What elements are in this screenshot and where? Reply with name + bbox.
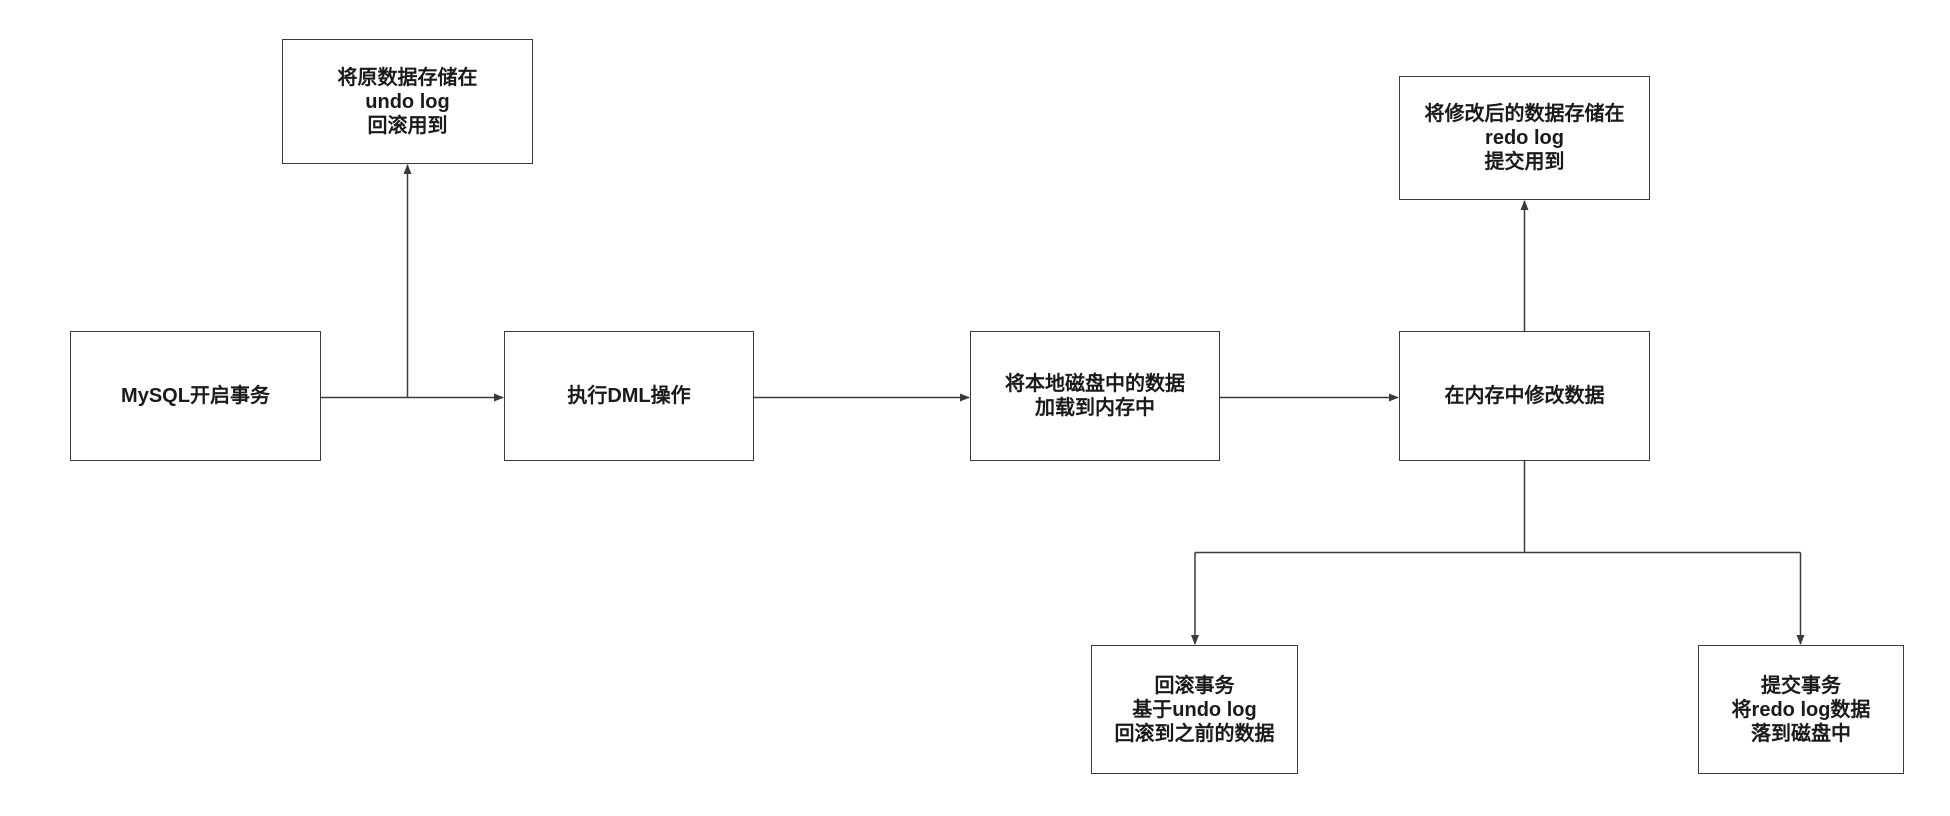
node-execute-dml: 执行DML操作 xyxy=(504,331,754,461)
node-text-line: 提交用到 xyxy=(1484,151,1565,173)
node-text-line: 基于undo log xyxy=(1132,698,1257,721)
node-load-disk-to-memory: 将本地磁盘中的数据 加载到内存中 xyxy=(970,331,1220,461)
node-text-line: 回滚事务 xyxy=(1154,674,1235,697)
node-text-line: 加载到内存中 xyxy=(1035,397,1155,419)
node-modify-in-memory: 在内存中修改数据 xyxy=(1399,331,1650,461)
node-commit-transaction: 提交事务 将redo log数据 落到磁盘中 xyxy=(1698,645,1904,774)
node-rollback-transaction: 回滚事务 基于undo log 回滚到之前的数据 xyxy=(1091,645,1298,774)
node-text-line: 将修改后的数据存储在 xyxy=(1424,103,1625,125)
node-mysql-start-transaction: MySQL开启事务 xyxy=(70,331,321,461)
node-text-line: 将redo log数据 xyxy=(1731,698,1871,721)
node-text-line: 在内存中修改数据 xyxy=(1444,385,1605,407)
node-text-line: MySQL开启事务 xyxy=(121,385,270,407)
node-text-line: 执行DML操作 xyxy=(567,385,691,407)
node-text-line: 落到磁盘中 xyxy=(1751,722,1851,745)
node-text-line: redo log xyxy=(1485,127,1564,149)
node-text-line: 回滚到之前的数据 xyxy=(1114,722,1275,745)
node-redo-log-store: 将修改后的数据存储在 redo log 提交用到 xyxy=(1399,76,1650,200)
node-text-line: undo log xyxy=(365,90,450,113)
node-text-line: 将原数据存储在 xyxy=(337,66,478,89)
node-undo-log-store: 将原数据存储在 undo log 回滚用到 xyxy=(282,39,533,164)
node-text-line: 将本地磁盘中的数据 xyxy=(1005,373,1185,395)
node-text-line: 提交事务 xyxy=(1761,674,1841,697)
node-text-line: 回滚用到 xyxy=(367,114,448,137)
